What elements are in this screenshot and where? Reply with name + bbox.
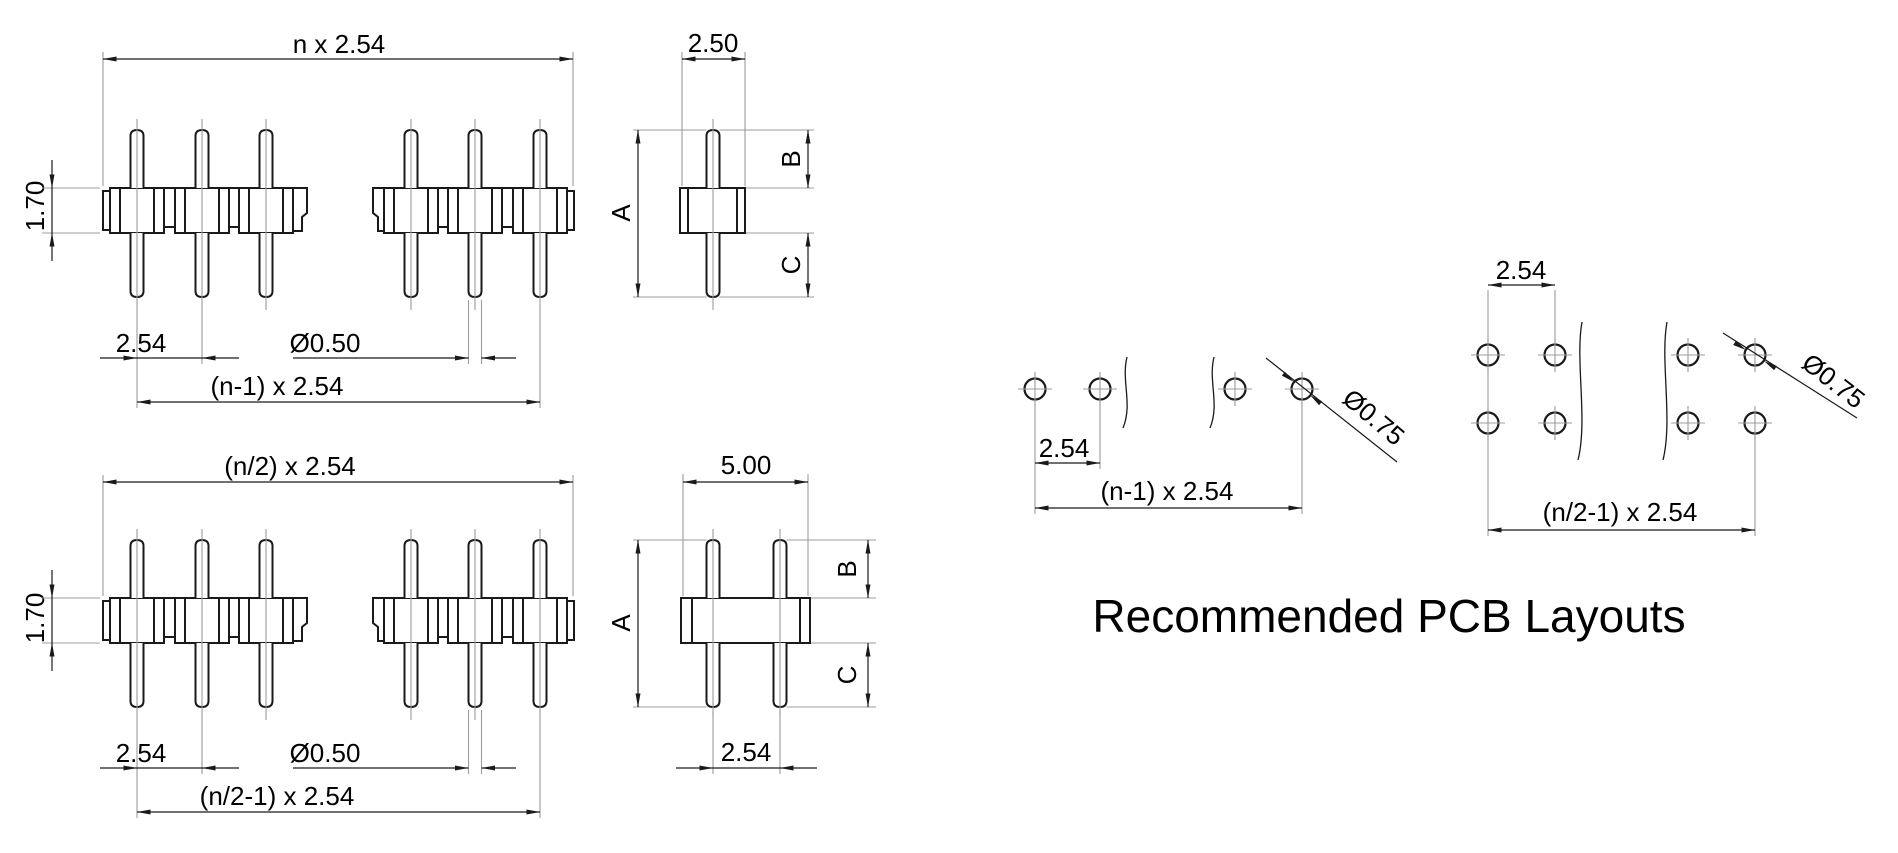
dim-label-pin-pitch-dual: 2.54 bbox=[116, 738, 167, 768]
dim-label-body-width-single: 2.50 bbox=[688, 28, 739, 58]
dim-label-overall-span-single: n x 2.54 bbox=[293, 29, 386, 59]
single-row-front-view: n x 2.54 1.70 2.54 Ø0.50 (n-1) x 2.54 bbox=[20, 29, 575, 408]
single-row-side-view: 2.50 A B C bbox=[606, 28, 814, 310]
dim-label-hole-diameter-dual: Ø0.75 bbox=[1796, 347, 1870, 414]
dim-label-hole-span-single: (n-1) x 2.54 bbox=[1101, 476, 1234, 506]
dual-row-side-view: 5.00 A B C 2.54 bbox=[606, 450, 876, 774]
dim-label-hole-pitch-single: 2.54 bbox=[1039, 433, 1090, 463]
dim-label-top-pin-length-single: B bbox=[776, 150, 806, 167]
dim-label-top-pin-length-dual: B bbox=[832, 560, 862, 577]
dim-label-pin-diameter-dual: Ø0.50 bbox=[290, 738, 361, 768]
dim-label-bottom-pin-length-single: C bbox=[776, 256, 806, 275]
dim-label-pin-center-span-dual: (n/2-1) x 2.54 bbox=[200, 781, 355, 811]
dim-label-body-height-dual: 1.70 bbox=[20, 593, 50, 644]
dim-label-overall-span-dual: (n/2) x 2.54 bbox=[224, 451, 356, 481]
dim-label-overall-height-dual: A bbox=[606, 614, 636, 632]
dim-label-pin-diameter-single: Ø0.50 bbox=[290, 328, 361, 358]
dim-label-row-pitch-dual: 2.54 bbox=[721, 737, 772, 767]
dim-label-hole-pitch-dual: 2.54 bbox=[1496, 255, 1547, 285]
dim-label-hole-span-dual: (n/2-1) x 2.54 bbox=[1543, 497, 1698, 527]
dim-label-pin-pitch-single: 2.54 bbox=[116, 328, 167, 358]
dual-row-front-view: (n/2) x 2.54 1.70 2.54 Ø0.50 (n/2-1) x 2… bbox=[20, 451, 575, 818]
dim-label-body-width-dual: 5.00 bbox=[721, 450, 772, 480]
dim-label-body-height-single: 1.70 bbox=[20, 181, 50, 232]
pcb-layout-single-row: 2.54 (n-1) x 2.54 Ø0.75 bbox=[1018, 356, 1411, 514]
dim-label-hole-diameter-single: Ø0.75 bbox=[1337, 383, 1411, 452]
pcb-layout-dual-row: 2.54 (n/2-1) x 2.54 Ø0.75 bbox=[1471, 255, 1871, 536]
dim-label-bottom-pin-length-dual: C bbox=[832, 666, 862, 685]
dim-label-overall-height-single: A bbox=[606, 204, 636, 222]
pcb-layouts-caption: Recommended PCB Layouts bbox=[1092, 590, 1685, 642]
dim-label-pin-center-span-single: (n-1) x 2.54 bbox=[211, 371, 344, 401]
